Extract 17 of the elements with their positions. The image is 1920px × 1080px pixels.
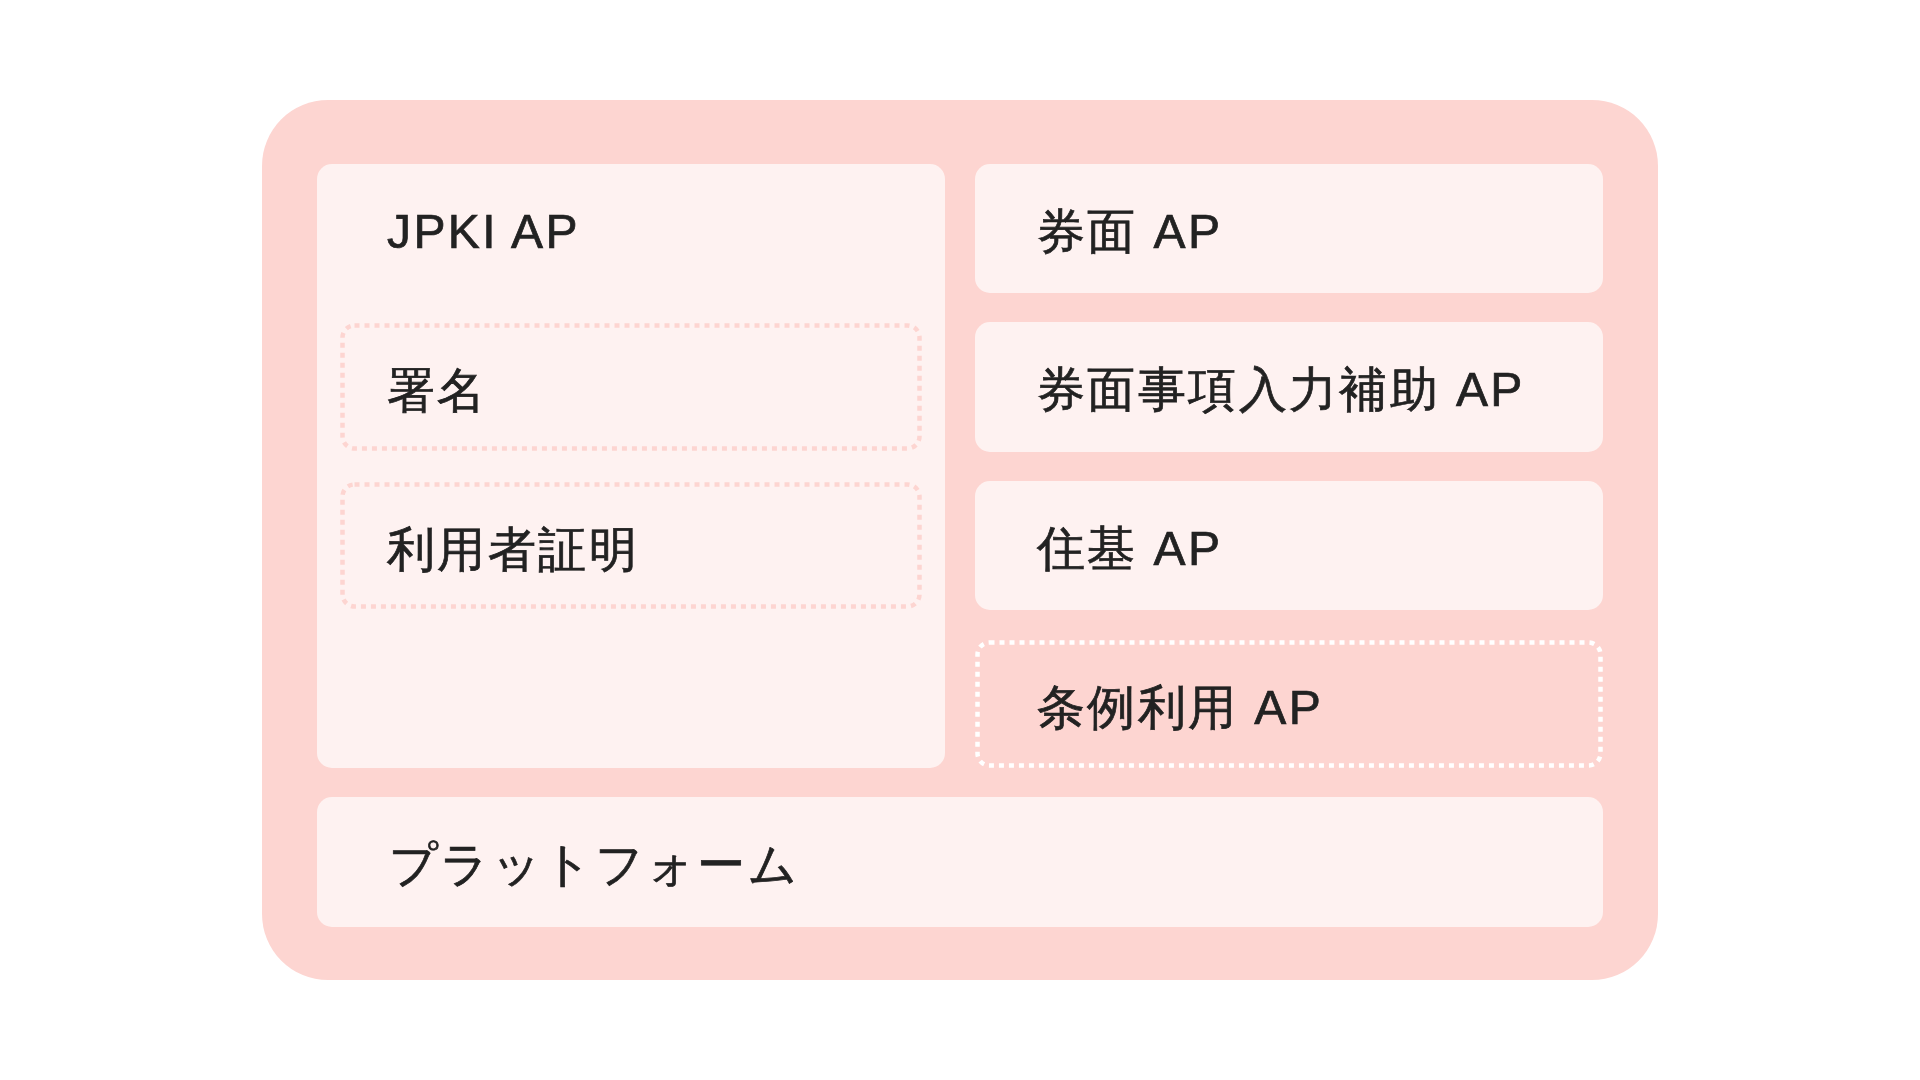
module-label: 券面 AP <box>1037 208 1223 256</box>
dotted-box <box>340 482 922 609</box>
module-label: 住基 AP <box>1037 525 1223 573</box>
module-label: プラットフォーム <box>389 841 800 889</box>
dotted-box <box>975 640 1603 768</box>
module-label: 条例利用 AP <box>1037 684 1324 732</box>
module-box <box>317 164 945 768</box>
module-box <box>975 164 1603 293</box>
module-label: JPKI AP <box>387 208 580 256</box>
module-box <box>975 481 1603 610</box>
dotted-box <box>340 323 922 451</box>
rounded-panel <box>262 100 1658 980</box>
module-label: 利用者証明 <box>387 526 639 574</box>
layer-box <box>317 797 1603 927</box>
module-label: 署名 <box>387 367 488 415</box>
module-label: 券面事項入力補助 AP <box>1037 366 1525 414</box>
module-box <box>975 322 1603 452</box>
